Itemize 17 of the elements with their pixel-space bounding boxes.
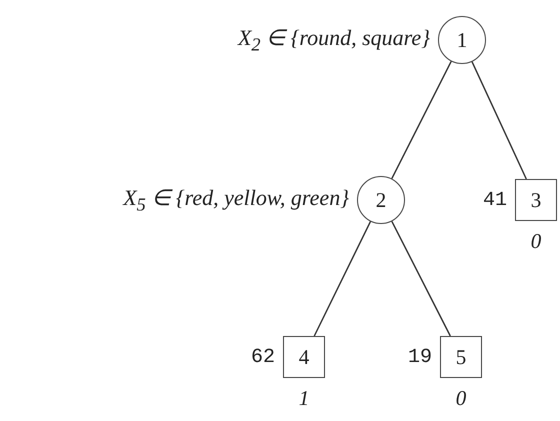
split-condition: X$_{5}$ ∈ {red, yellow, green}	[123, 184, 349, 216]
class-label: 0	[456, 386, 466, 411]
decision-node-circle: 1	[438, 16, 486, 64]
class-label: 1	[298, 386, 310, 411]
split-condition: X$_{2}$ ∈ {round, square}	[238, 24, 430, 56]
tree-branch	[391, 61, 452, 179]
leaf-node-square: 4	[283, 336, 325, 378]
sample-count: 62	[250, 346, 275, 368]
leaf-node-square: 3	[515, 179, 557, 221]
tree-branch	[391, 221, 451, 336]
sample-count: 19	[408, 346, 432, 368]
leaf-node-square: 5	[440, 336, 482, 378]
tree-branch	[314, 221, 372, 336]
sample-count: 41	[482, 188, 507, 212]
tree-branch	[471, 62, 527, 180]
decision-node-circle: 2	[357, 176, 405, 224]
class-label: 0	[530, 229, 542, 254]
